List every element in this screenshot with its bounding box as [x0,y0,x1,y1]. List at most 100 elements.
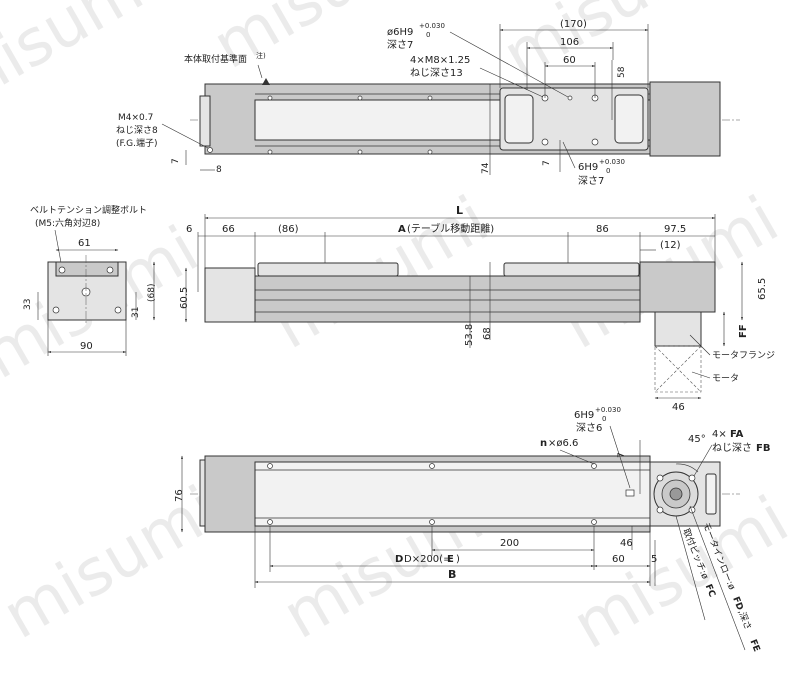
dim-L: L [456,204,463,217]
leader-line [449,31,569,98]
bottom-mount-hole [267,519,273,525]
dim-31: 31 [131,307,141,318]
dim-12: (12) [660,240,681,251]
bottom-tol-upper: +0.030 [595,406,621,414]
watermark-text: misumi [0,473,231,654]
dim-86a: (86) [278,224,299,235]
slot-depth: 深さ7 [578,175,604,187]
fc-value: FC [703,583,717,599]
fa-prefix: 4× [712,429,727,440]
n-label: n [540,438,547,449]
pin-depth: 深さ7 [387,39,413,51]
angle-label: 45° [688,434,706,445]
screw-depth: ねじ深さ13 [410,67,463,79]
pin-hole-label: ø6H9 [387,27,413,38]
dim-106: 106 [560,37,579,48]
bottom-view: 6H9 +0.030 0 深さ6 n ×ø6.6 7 4× FA ねじ深さ FB… [174,406,770,653]
dim-7b: 7 [542,160,552,166]
end-table [55,261,119,277]
dim-200: 200 [500,538,519,549]
dim-A: A [398,224,406,235]
side-end-block [204,267,256,323]
dim-8: 8 [216,165,222,175]
top-pin-hole [567,95,573,101]
motor-outline [654,345,702,393]
top-body-hole [357,149,363,155]
motor-flange-label: モータフランジ [712,350,775,361]
top-body-hole [357,95,363,101]
dim-86: 86 [596,224,609,235]
leader-line [479,67,544,98]
motor-connector [705,473,717,515]
leader-line [559,449,595,465]
end-view: ベルトテンション調整ボルト (M5:六角対辺8) 61 33 31 (68) 9… [23,204,157,356]
motor-mount-hole [688,474,696,482]
motor-label: モータ [712,373,739,384]
watermark-text: misumi [0,0,171,124]
dim-58: 58 [617,66,627,78]
side-motor-block [639,261,716,313]
bottom-mount-hole [267,463,273,469]
dim-65-5: 65.5 [757,278,768,300]
dim-68: (68) [147,284,157,302]
fd-value: FD [730,596,744,612]
bottom-dim-46: 46 [620,538,633,549]
leader-line [609,425,631,489]
dim-FF: FF [738,324,749,338]
bottom-dim-7: 7 [617,452,627,458]
m4-depth: ねじ深さ8 [116,125,158,136]
fg-label: (F.G.端子) [116,137,157,149]
fe-value: FE [747,638,761,653]
top-view: 本体取付基準面 注) M4×0.7 ねじ深さ8 (F.G.端子) 7 8 74 … [116,19,740,187]
dim-60: 60 [563,55,576,66]
m4-label: M4×0.7 [118,113,153,123]
top-motor-block [649,81,721,157]
dim-D-close: ) [456,554,460,565]
end-bolt [58,266,66,274]
end-bolt [52,306,60,314]
bottom-mount-hole [591,519,597,525]
dim-170: (170) [560,19,587,30]
dim-53-8: 53.8 [464,324,475,346]
top-end-cap [199,95,211,147]
motor-diagonal [654,345,702,393]
angle-arc [675,463,699,473]
dim-60-5: 60.5 [179,287,190,309]
top-table-pocket [504,94,534,144]
leader-line [689,334,711,356]
dim-68: 68 [482,327,493,340]
fe-label: ,深さ [735,608,753,631]
ref-surface-note: 注) [256,51,266,60]
motor-mount-hole [656,506,664,514]
top-body-hole [267,149,273,155]
ref-surface-label: 本体取付基準面 [184,53,247,65]
end-bolt [114,306,122,314]
side-table-left [257,262,399,277]
screw-label: 4×M8×1.25 [410,55,470,66]
leader-line [161,123,209,149]
side-body [254,275,641,323]
top-body-hole [427,95,433,101]
ref-surface-mark [262,78,270,85]
top-table-hole [591,138,599,146]
dim-90: 90 [80,341,93,352]
dim-46: 46 [672,402,685,413]
bottom-mount-hole [429,519,435,525]
fb-prefix: ねじ深さ [712,442,752,454]
bottom-slot-label: 6H9 [574,410,594,421]
dim-97-5: 97.5 [664,224,686,235]
n-hole-label: ×ø6.6 [548,438,578,449]
bottom-slot-depth: 深さ6 [576,422,602,434]
dim-6: 6 [186,224,192,235]
bottom-tol-lower: 0 [602,415,606,423]
dim-D: D [395,554,403,565]
motor-shaft [669,487,683,501]
dim-A-sub: (テーブル移動距離) [407,222,494,235]
top-table [499,87,649,151]
fb-label: FB [756,443,770,454]
dim-E: E [447,554,454,565]
top-body-hole [427,149,433,155]
dim-76: 76 [174,489,185,502]
top-table-pocket [614,94,644,144]
